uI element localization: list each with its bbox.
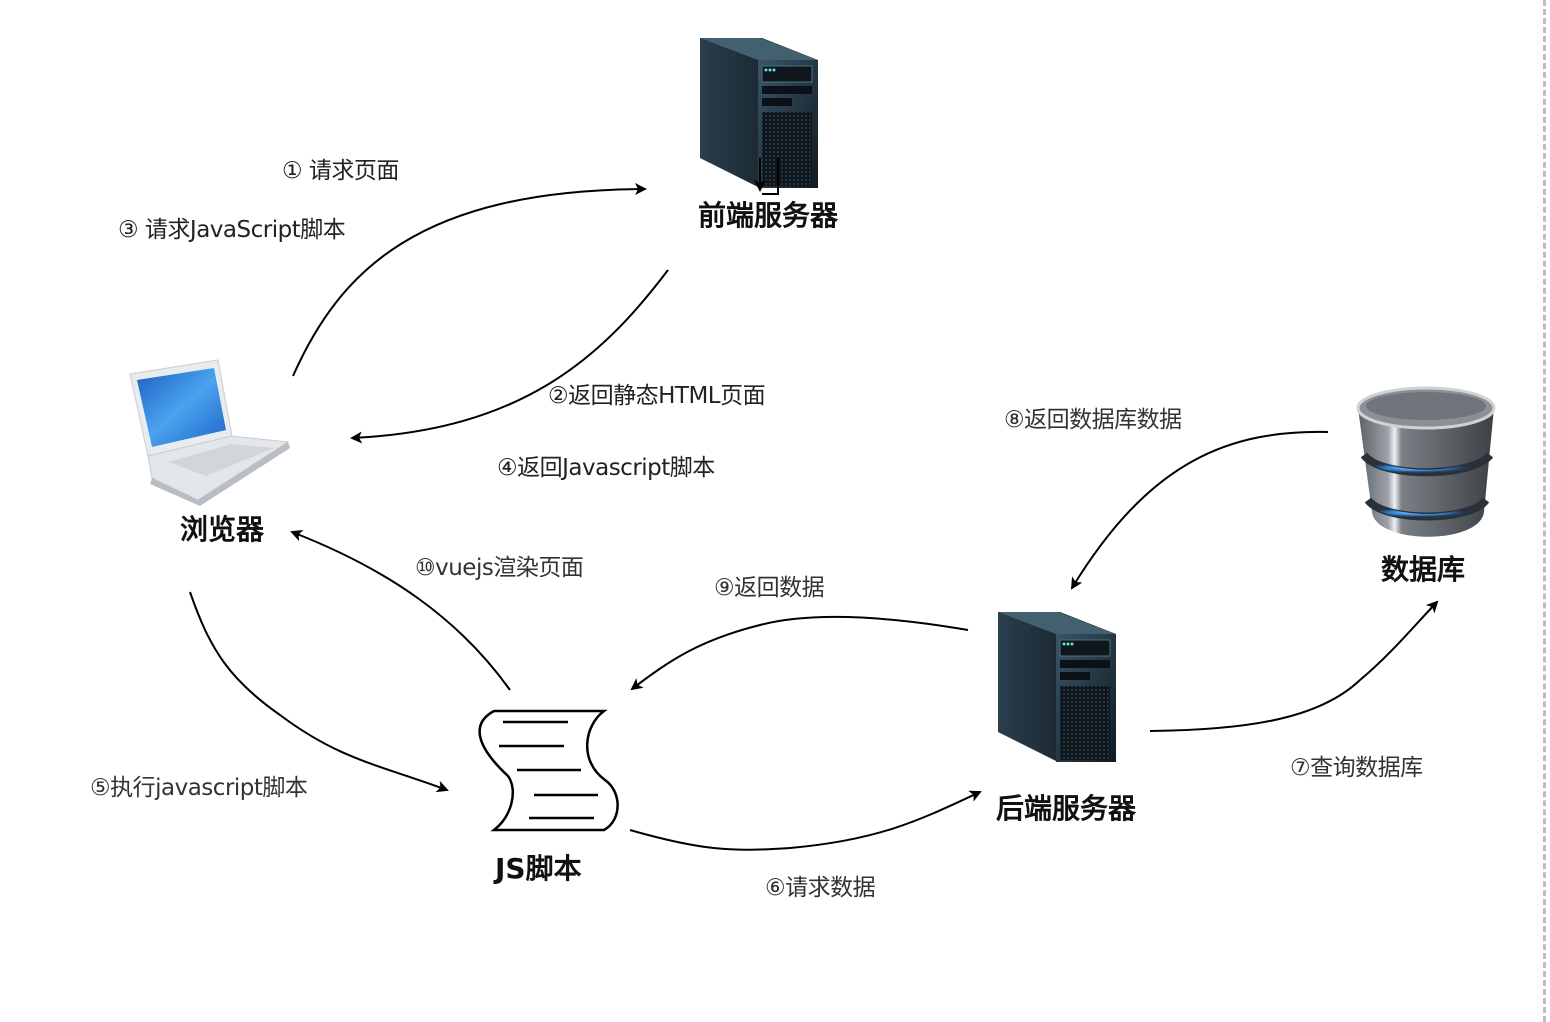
edge-render-page <box>290 530 511 691</box>
browser-label: 浏览器 <box>180 513 265 546</box>
edge-label-7: ⑦查询数据库 <box>1290 755 1423 781</box>
edge-label-3: ③ 请求JavaScript脚本 <box>118 217 346 243</box>
edge-label-9: ⑨返回数据 <box>714 575 825 601</box>
edge-label-1: ① 请求页面 <box>282 158 399 184</box>
edge-exec-js <box>189 591 449 793</box>
js-script-label: JS脚本 <box>495 852 582 885</box>
document-scroll-icon <box>478 709 619 832</box>
edge-label-5: ⑤执行javascript脚本 <box>90 775 308 801</box>
edge-return-db-data <box>1070 430 1329 590</box>
edge-label-2: ②返回静态HTML页面 <box>548 383 766 409</box>
edge-request-data <box>629 790 982 851</box>
laptop-icon <box>129 359 290 506</box>
frontend-self-connector <box>762 158 779 195</box>
edge-label-4: ④返回Javascript脚本 <box>497 455 715 481</box>
edge-request-frontend <box>292 183 647 377</box>
edge-label-10: ⑩vuejs渲染页面 <box>415 555 584 581</box>
edge-return-browser <box>350 269 669 444</box>
frontend-server-icon <box>700 38 818 188</box>
edge-label-6: ⑥请求数据 <box>765 875 876 901</box>
page-boundary-divider <box>1543 0 1546 1022</box>
database-label: 数据库 <box>1381 553 1466 586</box>
edge-return-data <box>630 615 969 691</box>
frontend-server-label: 前端服务器 <box>698 199 839 232</box>
backend-server-label: 后端服务器 <box>996 792 1137 825</box>
database-cylinder-icon <box>1356 386 1496 537</box>
backend-server-icon <box>998 612 1116 762</box>
edge-query-db <box>1149 600 1439 732</box>
edge-label-8: ⑧返回数据库数据 <box>1004 407 1182 433</box>
